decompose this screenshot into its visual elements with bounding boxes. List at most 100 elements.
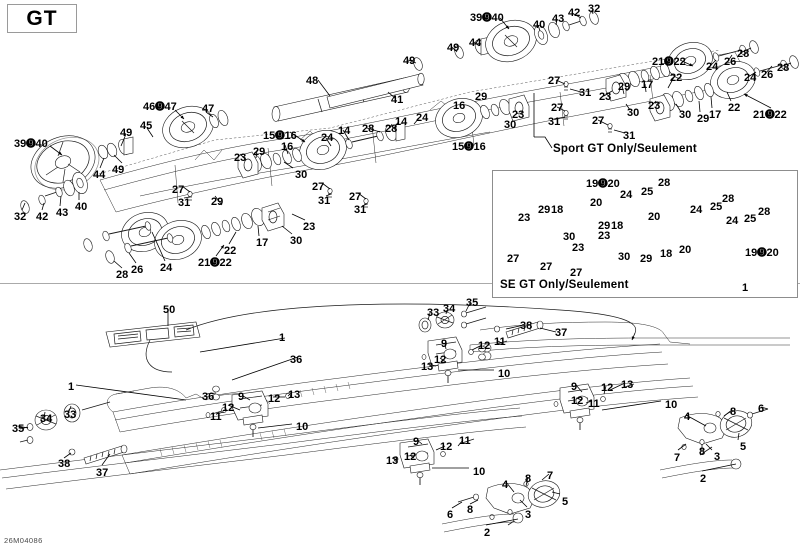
callout-upper-39-40: 39➒40: [14, 138, 48, 150]
callout-upper-30: 30: [627, 107, 640, 119]
callout-lower-2: 2: [700, 473, 707, 485]
callout-upper-41: 41: [391, 94, 404, 106]
callout-upper-26: 26: [724, 56, 737, 68]
callout-se-20: 20: [590, 197, 603, 209]
page-title: GT: [26, 6, 58, 30]
callout-se-28: 28: [722, 193, 735, 205]
callout-lower-10: 10: [473, 466, 486, 478]
callout-upper-44: 44: [469, 37, 482, 49]
callout-upper-27: 27: [312, 181, 325, 193]
callout-upper-31: 31: [623, 130, 636, 142]
callout-lower-34: 34: [443, 303, 456, 315]
callout-upper-15-16: 15➒16: [452, 141, 486, 153]
callout-lower-11: 11: [459, 435, 471, 447]
callout-se-18: 18: [551, 204, 564, 216]
callout-upper-16: 16: [281, 141, 294, 153]
callout-lower-5: 5: [740, 441, 747, 453]
callout-lower-3: 3: [714, 451, 721, 463]
caption-se-gt: SE GT Only/Seulement: [500, 279, 629, 291]
callout-lower-6: 6: [447, 509, 454, 521]
callout-upper-22: 22: [670, 72, 683, 84]
callout-lower-9: 9: [571, 381, 578, 393]
callout-upper-27: 27: [551, 102, 564, 114]
callout-lower-8: 8: [467, 504, 474, 516]
callout-upper-17: 17: [641, 79, 654, 91]
callout-upper-30: 30: [504, 119, 517, 131]
callout-upper-21-22: 21➒22: [652, 56, 686, 68]
shaft-48: [272, 78, 410, 122]
callout-upper-31: 31: [318, 195, 331, 207]
callout-upper-39-40: 39➒40: [470, 12, 504, 24]
rear-idler-right: [660, 407, 768, 478]
callout-lower-12: 12: [434, 354, 447, 366]
callout-lower-7: 7: [674, 452, 681, 464]
callout-upper-26: 26: [761, 69, 774, 81]
callout-upper-30: 30: [290, 235, 303, 247]
decal-50: [106, 322, 200, 347]
callout-se-30: 30: [618, 251, 631, 263]
callout-lower-4: 4: [684, 411, 691, 423]
callout-upper-15-16: 15➒16: [263, 130, 297, 142]
callout-upper-22: 22: [728, 102, 741, 114]
callout-upper-30: 30: [679, 109, 692, 121]
callout-lower-34: 34: [40, 413, 53, 425]
callout-lower-33: 33: [64, 409, 77, 421]
callout-lower-12: 12: [222, 402, 235, 414]
callout-se-23: 23: [518, 212, 531, 224]
callout-lower-11: 11: [588, 398, 600, 410]
callout-upper-32: 32: [14, 211, 27, 223]
callout-se-25: 25: [641, 186, 654, 198]
callout-lower-7: 7: [547, 470, 554, 482]
callout-lower-10: 10: [296, 421, 309, 433]
callout-lower-11: 11: [210, 411, 222, 423]
callout-lower-9: 9: [413, 436, 420, 448]
callout-upper-28: 28: [385, 123, 398, 135]
callout-se-27: 27: [570, 267, 583, 279]
callout-lower-3: 3: [525, 509, 532, 521]
callout-upper-21-22: 21➒22: [198, 257, 232, 269]
callout-upper-14: 14: [338, 125, 351, 137]
callout-lower-9: 9: [441, 338, 448, 350]
callout-se-28: 28: [758, 206, 771, 218]
callout-upper-40: 40: [533, 19, 546, 31]
callout-upper-28: 28: [777, 62, 790, 74]
callout-lower-11: 11: [494, 336, 506, 348]
callout-lower-8: 8: [699, 446, 706, 458]
callout-lower-35: 35: [466, 297, 479, 309]
callout-lower-12: 12: [601, 382, 614, 394]
title-box: GT: [7, 4, 77, 33]
callout-lower-36: 36: [290, 354, 303, 366]
callout-lower-8: 8: [525, 473, 532, 485]
callout-upper-44: 44: [93, 169, 106, 181]
callout-se-24: 24: [690, 204, 703, 216]
callout-se-25: 25: [710, 201, 723, 213]
callout-upper-32: 32: [588, 3, 601, 15]
callout-lower-12: 12: [268, 393, 281, 405]
callout-lower-12: 12: [478, 340, 491, 352]
callout-lower-4: 4: [502, 479, 509, 491]
section-divider: [0, 283, 800, 284]
callout-lower-38: 38: [520, 320, 533, 332]
callout-se-24: 24: [620, 189, 633, 201]
callout-upper-43: 43: [56, 207, 69, 219]
callout-lower-12: 12: [571, 395, 584, 407]
callout-upper-23: 23: [234, 152, 247, 164]
callout-upper-14: 14: [395, 116, 408, 128]
callout-se-20: 20: [648, 211, 661, 223]
callout-upper-27: 27: [548, 75, 561, 87]
shaft-41: [327, 73, 424, 108]
callout-se-1: 1: [742, 282, 749, 294]
callout-lower-2: 2: [484, 527, 491, 539]
callout-upper-26: 26: [131, 264, 144, 276]
callout-upper-46-47: 46➒47: [143, 101, 177, 113]
callout-upper-29: 29: [475, 91, 488, 103]
callout-upper-28: 28: [116, 269, 129, 281]
callout-lower-10: 10: [498, 368, 511, 380]
callout-upper-48: 48: [306, 75, 319, 87]
wheel-pair-21-22: [116, 206, 207, 266]
callout-se-29: 29: [640, 253, 653, 265]
callout-se-27: 27: [540, 261, 553, 273]
callout-upper-42: 42: [36, 211, 49, 223]
se-gt-inset-panel: [492, 170, 798, 298]
